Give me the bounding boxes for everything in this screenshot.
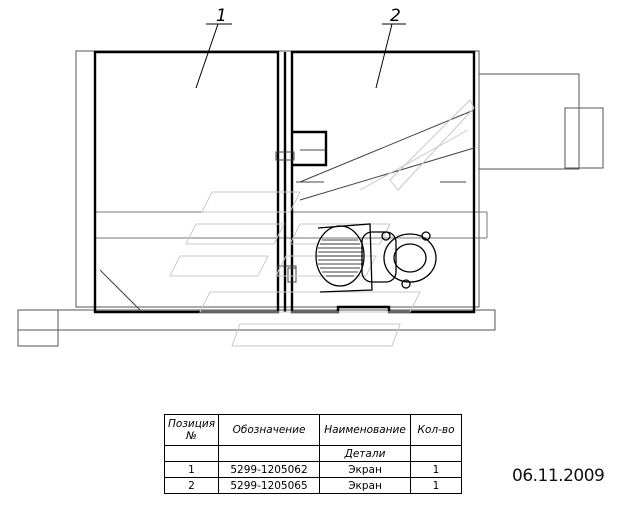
screen-1 [93, 50, 287, 314]
row-designation: 5299-1205062 [218, 461, 321, 478]
row-position: 2 [163, 477, 220, 494]
row-name: Экран [319, 461, 412, 478]
shaft-housing [478, 73, 580, 170]
row-name: Экран [319, 477, 412, 494]
callout-2: 2 [390, 6, 401, 26]
header-designation: Обозначение [218, 414, 321, 446]
header-position: Позиция № [163, 414, 220, 446]
table-header-row: Позиция № Обозначение Наименование Кол-в… [163, 414, 463, 446]
watermark-logo [169, 99, 475, 347]
row-quantity: 1 [410, 461, 463, 478]
technical-drawing: 1 2 [17, 6, 604, 347]
section-label: Детали [319, 445, 412, 462]
table-row: 1 5299-1205062 Экран 1 [163, 461, 463, 478]
row-designation: 5299-1205065 [218, 477, 321, 494]
leader-line-1 [195, 23, 219, 89]
row-position: 1 [163, 461, 220, 478]
table-row: 2 5299-1205065 Экран 1 [163, 477, 463, 494]
callout-1: 1 [216, 6, 227, 26]
leader-line-2 [375, 23, 393, 89]
parts-table: Позиция № Обозначение Наименование Кол-в… [163, 414, 463, 494]
coil-assembly [315, 223, 437, 293]
row-quantity: 1 [410, 477, 463, 494]
table-section-row: Детали [163, 445, 463, 462]
header-quantity: Кол-во [410, 414, 463, 446]
header-name: Наименование [319, 414, 412, 446]
date-stamp: 06.11.2009 [512, 466, 605, 486]
